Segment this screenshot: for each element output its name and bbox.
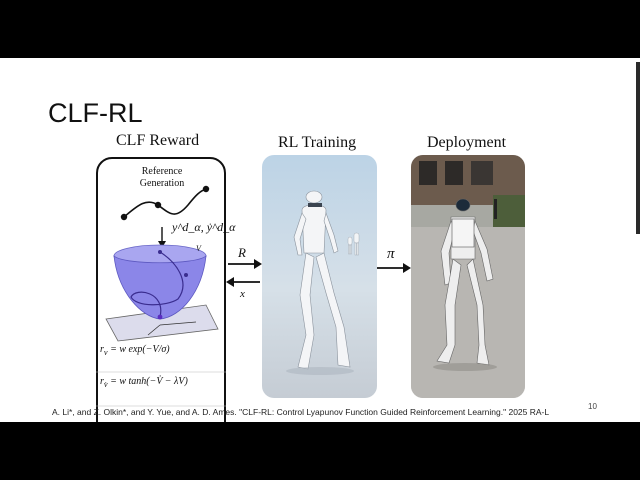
- reference-trajectory: [123, 188, 207, 218]
- robot-visor-sim: [308, 203, 322, 207]
- plane-axis-x: [159, 321, 197, 326]
- bowl-trajectory: [130, 251, 184, 318]
- humanoid-robot-sim: [293, 190, 351, 370]
- traj-point-end: [202, 185, 210, 193]
- bowl-min-point: [157, 314, 163, 320]
- background-robots: [347, 232, 360, 256]
- eq2-rhs: = w tanh(−V̇ − λV): [110, 376, 188, 387]
- robot-shadow-sim: [286, 367, 354, 375]
- v-label: V: [196, 244, 201, 253]
- trees: [493, 195, 525, 233]
- slide: CLF-RL CLF Reward RL Training Deployment…: [0, 58, 640, 422]
- traj-point-mid: [154, 201, 162, 209]
- robot-chest-panel: [451, 218, 475, 248]
- rl-training-label: RL Training: [278, 134, 357, 151]
- robot-shadow-real: [433, 363, 497, 371]
- ref-gen-line2: Generation: [139, 178, 185, 189]
- state-symbol: x: [240, 288, 245, 300]
- lyapunov-bowl: [113, 255, 207, 320]
- page-number: 10: [588, 402, 597, 411]
- plane-axis-y: [147, 324, 161, 336]
- lamp-post: [494, 199, 497, 219]
- bowl-point-1: [158, 250, 162, 254]
- building-window-1: [419, 161, 437, 185]
- traj-point-start: [120, 213, 128, 221]
- building-window-2: [445, 161, 463, 185]
- down-arrow-head: [158, 241, 166, 248]
- bowl-point-2: [184, 273, 188, 277]
- desired-trajectory-symbol: y^d_α, ẏ^d_α: [172, 220, 236, 234]
- slide-title: CLF-RL: [48, 98, 143, 128]
- clf-reward-diagram: [96, 185, 226, 407]
- state-arrow-head: [226, 277, 234, 287]
- building-window-3: [471, 161, 493, 185]
- reference-generation-label: Reference Generation: [112, 166, 212, 190]
- simulation-scene: [262, 155, 377, 398]
- deployment-scene: [411, 155, 525, 398]
- citation: A. Li*, and Z. Olkin*, and Y. Yue, and A…: [52, 407, 550, 417]
- eq1-rhs: = w exp(−V/σ): [110, 344, 170, 355]
- policy-arrow: [377, 263, 411, 273]
- policy-arrow-head: [403, 263, 411, 273]
- reward-equation-tanh: rv̇ = w tanh(−V̇ − λV): [100, 376, 188, 389]
- side-window-strip: [636, 62, 640, 234]
- deployment-image: [411, 155, 525, 398]
- rl-training-image: [262, 155, 377, 398]
- eq2-lhs: r: [100, 376, 104, 387]
- deployment-label: Deployment: [427, 134, 507, 151]
- clf-reward-label: CLF Reward: [116, 132, 200, 149]
- humanoid-robot-real: [436, 198, 494, 366]
- reward-symbol: R: [238, 245, 246, 260]
- reward-state-arrows: [226, 259, 262, 287]
- reward-equation-exp: rv = w exp(−V/σ): [100, 344, 170, 357]
- reward-arrow-head: [254, 259, 262, 269]
- policy-symbol: π: [387, 246, 395, 262]
- eq1-lhs: r: [100, 344, 104, 355]
- ref-gen-line1: Reference: [141, 166, 183, 177]
